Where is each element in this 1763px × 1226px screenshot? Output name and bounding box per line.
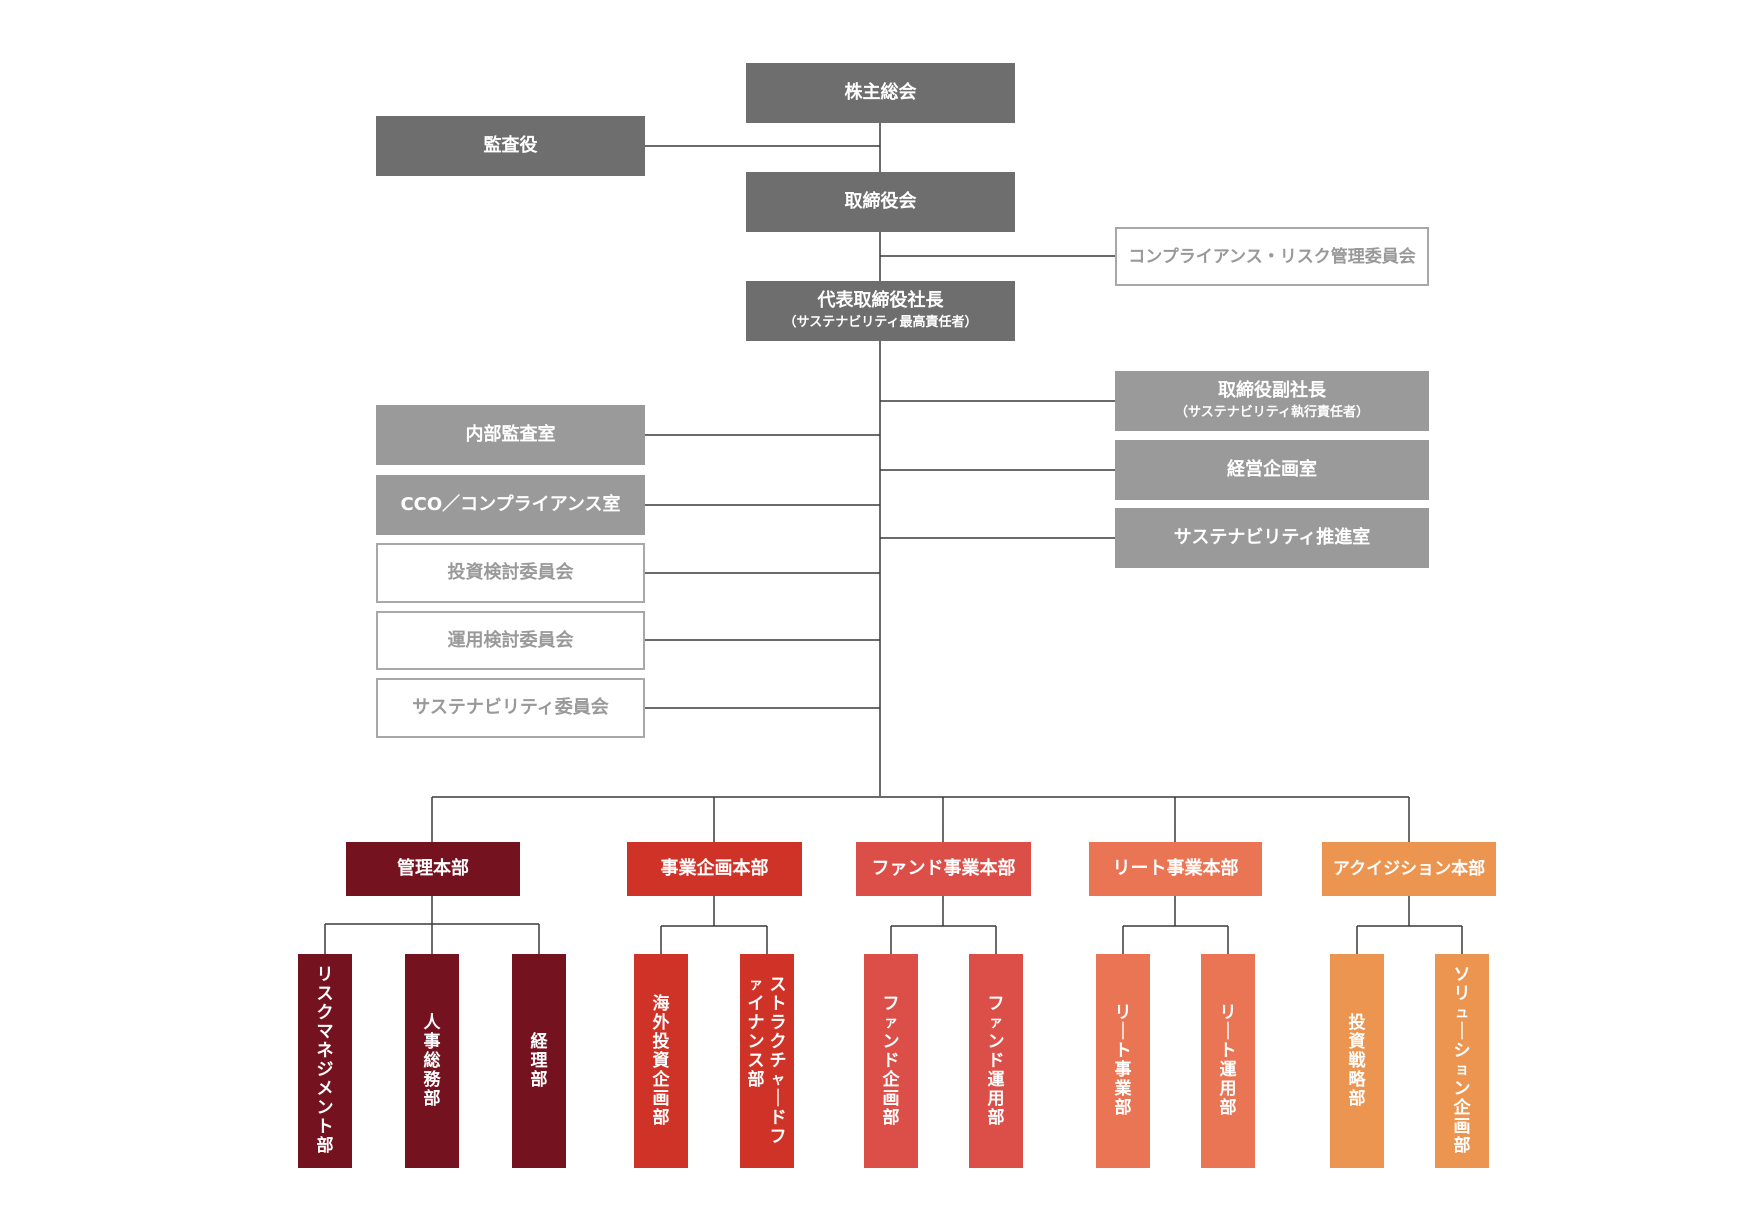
internal-audit-label: 内部監査室 [465,424,556,445]
vice-president-label: 取締役副社長 [1218,380,1326,401]
department-label: ファンド運用部 [987,993,1005,1128]
board-of-directors-box: 取締役会 [746,172,1015,232]
auditor-box: 監査役 [376,116,645,176]
division-label: リート事業本部 [1112,858,1239,879]
division-label: 事業企画本部 [660,858,769,879]
shareholders-meeting-label: 株主総会 [844,82,917,103]
president-box: 代表取締役社長 （サステナビリティ最高責任者） [746,281,1015,341]
operation-committee-label: 運用検討委員会 [447,629,574,651]
department-box: リ｜ト運用部 [1201,954,1255,1168]
department-label: ファンド企画部 [882,993,900,1128]
compliance-risk-committee-label: コンプライアンス・リスク管理委員会 [1128,246,1416,267]
department-box: ストラクチャ｜ドファイナンス部 [740,954,794,1168]
compliance-risk-committee-box: コンプライアンス・リスク管理委員会 [1115,227,1429,286]
department-label: ソリュ｜ション企画部 [1453,965,1471,1156]
vice-president-box: 取締役副社長 （サステナビリティ執行責任者） [1115,371,1429,431]
internal-audit-box: 内部監査室 [376,405,645,465]
department-label: リスクマネジメント部 [316,965,334,1156]
sustainability-committee-box: サステナビリティ委員会 [376,678,645,738]
division-label: 管理本部 [397,858,469,879]
investment-committee-box: 投資検討委員会 [376,543,645,603]
president-sub-label: （サステナビリティ最高責任者） [783,315,978,330]
president-label: 代表取締役社長 [817,290,944,311]
shareholders-meeting-box: 株主総会 [746,63,1015,123]
department-box: 人事総務部 [405,954,459,1168]
division-box: ファンド事業本部 [856,842,1031,896]
operation-committee-box: 運用検討委員会 [376,611,645,670]
department-box: ファンド運用部 [969,954,1023,1168]
planning-office-box: 経営企画室 [1115,440,1429,500]
division-box: 事業企画本部 [627,842,802,896]
department-box: ソリュ｜ション企画部 [1435,954,1489,1168]
department-label: 経理部 [530,1031,548,1090]
division-box: リート事業本部 [1089,842,1262,896]
department-box: 海外投資企画部 [634,954,688,1168]
department-label: 人事総務部 [423,1012,441,1109]
department-box: リ｜ト事業部 [1096,954,1150,1168]
cco-compliance-box: CCO／コンプライアンス室 [376,475,645,535]
cco-compliance-label: CCO／コンプライアンス室 [400,494,621,515]
division-label: ファンド事業本部 [871,858,1016,879]
department-box: リスクマネジメント部 [298,954,352,1168]
sustainability-office-box: サステナビリティ推進室 [1115,508,1429,568]
department-label: リ｜ト事業部 [1114,1003,1132,1118]
department-label: ストラクチャ｜ドファイナンス部 [747,974,787,1147]
department-box: 経理部 [512,954,566,1168]
investment-committee-label: 投資検討委員会 [447,562,574,583]
vice-president-sub-label: （サステナビリティ執行責任者） [1175,405,1369,420]
department-label: 投資戦略部 [1348,1012,1366,1109]
department-label: リ｜ト運用部 [1219,1003,1237,1118]
division-box: 管理本部 [346,842,520,896]
planning-office-label: 経営企画室 [1227,459,1317,480]
department-label: 海外投資企画部 [652,993,670,1128]
sustainability-committee-label: サステナビリティ委員会 [412,697,609,718]
division-box: アクイジション本部 [1322,842,1496,896]
sustainability-office-label: サステナビリティ推進室 [1173,527,1371,548]
board-of-directors-label: 取締役会 [844,191,917,212]
division-label: アクイジション本部 [1332,859,1486,879]
department-box: ファンド企画部 [864,954,918,1168]
auditor-label: 監査役 [483,135,538,156]
department-box: 投資戦略部 [1330,954,1384,1168]
